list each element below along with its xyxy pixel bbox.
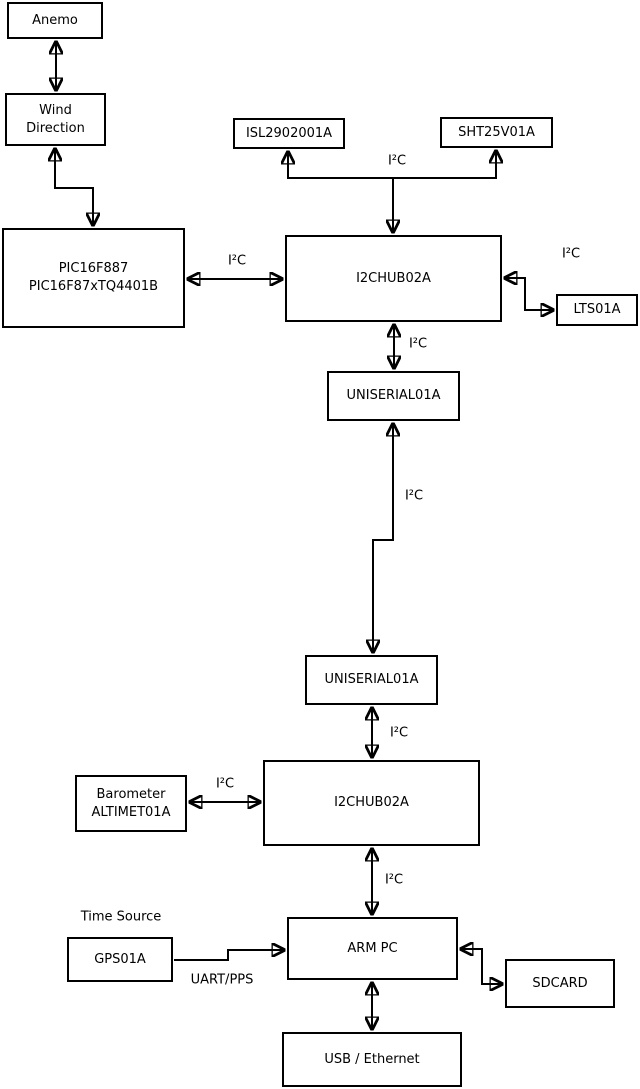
node-uniserial01a-top: UNISERIAL01A	[327, 371, 460, 421]
node-isl2902001a: ISL2902001A	[233, 118, 345, 149]
node-i2chub02a-bottom: I2CHUB02A	[263, 760, 480, 846]
node-wind-direction-line1: Wind	[39, 102, 72, 118]
node-sht25v01a: SHT25V01A	[440, 117, 553, 148]
connector-winddirection-pic	[55, 149, 93, 225]
node-sdcard: SDCARD	[505, 959, 615, 1008]
node-pic16f887: PIC16F887 PIC16F87xTQ4401B	[2, 228, 185, 328]
edge-label-i2c-uniserial-hub: I²C	[389, 725, 409, 741]
node-arm-pc: ARM PC	[287, 917, 458, 980]
connector-i2chubtop-lts	[505, 278, 553, 310]
node-sht25v01a-label: SHT25V01A	[458, 124, 535, 140]
node-gps01a: GPS01A	[67, 937, 173, 982]
edge-label-i2c-long-link: I²C	[404, 488, 424, 504]
node-uniserial01a-top-label: UNISERIAL01A	[346, 388, 441, 403]
connector-gps-armpc	[174, 950, 284, 961]
edge-label-i2c-hub-armpc: I²C	[384, 872, 404, 888]
edge-label-i2c-pic-hub: I²C	[227, 253, 247, 269]
node-anemo: Anemo	[7, 2, 103, 39]
node-uniserial01a-bottom-label: UNISERIAL01A	[324, 672, 419, 687]
edge-label-i2c-lts: I²C	[561, 246, 581, 262]
node-i2chub02a-top: I2CHUB02A	[285, 235, 502, 322]
edge-label-uart-pps: UART/PPS	[190, 972, 254, 988]
node-i2chub02a-bottom-label: I2CHUB02A	[334, 795, 409, 810]
node-gps01a-label: GPS01A	[94, 951, 146, 967]
edge-label-i2c-hub-uniserial: I²C	[408, 336, 428, 352]
node-arm-pc-label: ARM PC	[347, 940, 398, 956]
node-barometer-line2: ALTIMET01A	[91, 804, 171, 820]
edge-label-time-source: Time Source	[80, 909, 162, 925]
node-sdcard-label: SDCARD	[532, 975, 588, 991]
connector-uniserialtop-uniserialbottom	[373, 424, 393, 652]
node-uniserial01a-bottom: UNISERIAL01A	[305, 655, 438, 705]
edge-label-i2c-barometer: I²C	[215, 776, 235, 792]
node-lts01a: LTS01A	[556, 294, 638, 326]
node-i2chub02a-top-label: I2CHUB02A	[356, 270, 431, 286]
node-barometer-line1: Barometer	[96, 786, 166, 802]
node-wind-direction: Wind Direction	[5, 93, 106, 146]
node-barometer: Barometer ALTIMET01A	[75, 775, 187, 832]
node-isl2902001a-label: ISL2902001A	[245, 125, 333, 141]
node-pic16f887-line1: PIC16F887	[58, 261, 129, 276]
node-anemo-label: Anemo	[32, 12, 78, 28]
node-wind-direction-line2: Direction	[26, 120, 85, 136]
connector-armpc-sdcard	[461, 949, 502, 984]
node-usb-ethernet-label: USB / Ethernet	[324, 1051, 420, 1067]
edge-label-i2c-sensor-bus: I²C	[387, 153, 407, 169]
node-pic16f887-line2: PIC16F87xTQ4401B	[28, 279, 159, 294]
node-usb-ethernet: USB / Ethernet	[282, 1032, 462, 1087]
node-lts01a-label: LTS01A	[573, 302, 621, 317]
